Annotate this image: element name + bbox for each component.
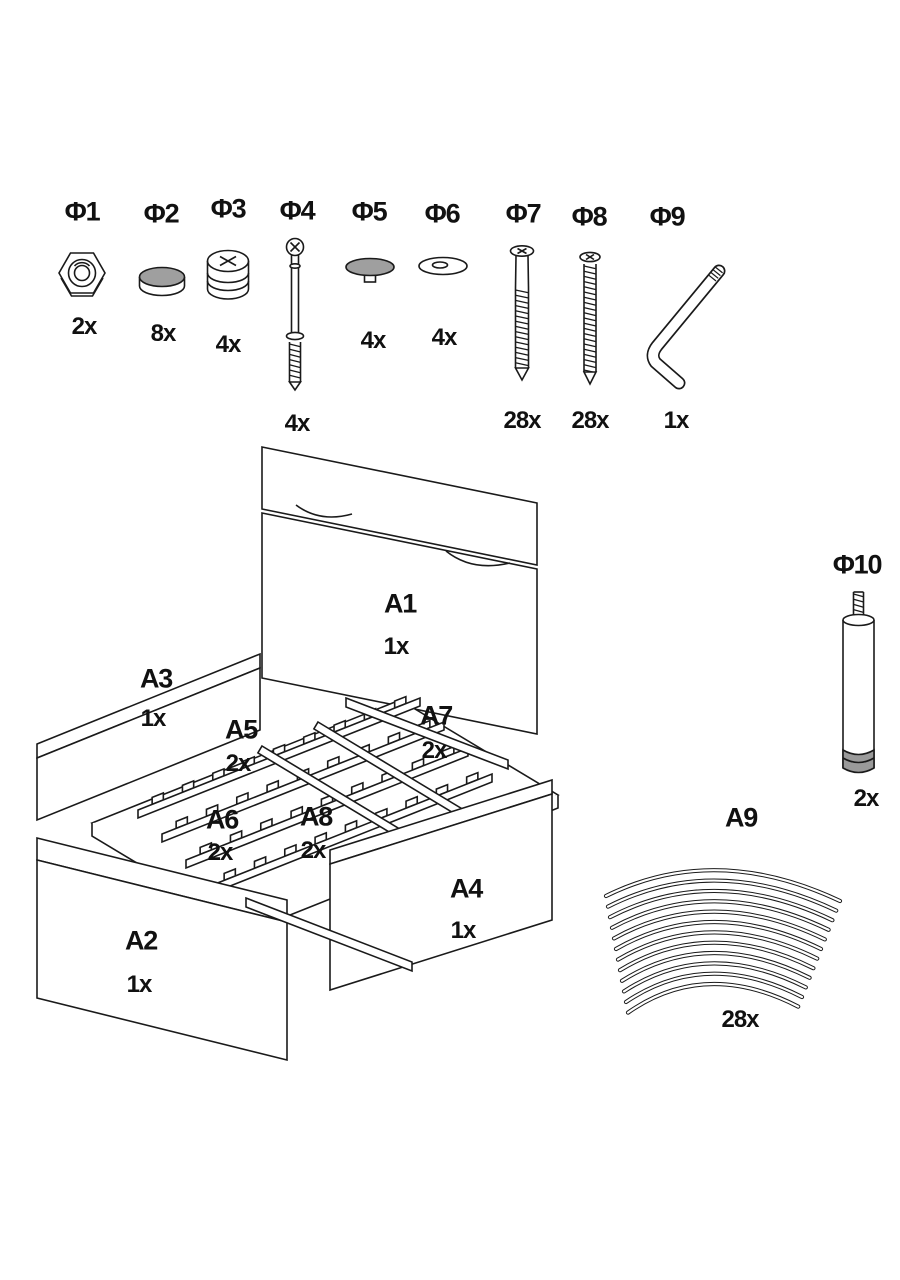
panel-a3-label: A3: [139, 663, 173, 694]
edge-rail-top-drawing: [345, 696, 509, 771]
hardware-phi2-label: Φ2: [143, 198, 180, 229]
hardware-phi3-qty: 4x: [215, 331, 242, 358]
panel-a2-drawing: [36, 836, 288, 1062]
hardware-phi3-label: Φ3: [210, 193, 247, 224]
panel-a7-label: A7: [419, 700, 453, 731]
hardware-phi6-label: Φ6: [424, 198, 461, 229]
panel-a4-label: A4: [449, 873, 483, 904]
hardware-phi9-label: Φ9: [649, 201, 686, 232]
leg-icon: [842, 591, 875, 774]
long-screw-icon: [509, 245, 535, 382]
hardware-phi9-qty: 1x: [663, 407, 690, 434]
panel-a4-qty: 1x: [450, 917, 477, 944]
hardware-phi4-qty: 4x: [284, 410, 311, 437]
panel-a7-qty: 2x: [421, 737, 448, 764]
hardware-phi10-label: Φ10: [832, 549, 883, 580]
panel-a8-label: A8: [299, 801, 333, 832]
panel-a1-label: A1: [383, 588, 417, 619]
hardware-phi4-label: Φ4: [279, 195, 316, 226]
panel-a3-drawing: [36, 652, 261, 822]
panel-a9-qty: 28x: [721, 1006, 759, 1033]
panel-a3-qty: 1x: [140, 705, 167, 732]
hardware-phi7-qty: 28x: [503, 407, 541, 434]
slat-stack-drawing: [603, 868, 843, 1015]
panel-a1-drawing: [261, 446, 538, 735]
hardware-phi1-label: Φ1: [64, 196, 101, 227]
hex-nut-icon: [58, 252, 106, 297]
edge-rail-bottom-drawing: [245, 896, 413, 973]
cam-bolt-icon: [285, 237, 305, 392]
hardware-phi8-label: Φ8: [571, 201, 608, 232]
panel-a4-drawing: [329, 778, 553, 992]
wood-screw-icon: [579, 251, 601, 386]
panel-a2-qty: 1x: [126, 971, 153, 998]
panel-a6-label: A6: [205, 804, 239, 835]
hardware-phi5-label: Φ5: [351, 196, 388, 227]
hardware-phi7-label: Φ7: [505, 198, 542, 229]
hardware-phi10-qty: 2x: [853, 785, 880, 812]
panel-a6-qty: 2x: [207, 839, 234, 866]
panel-a5-qty: 2x: [225, 750, 252, 777]
hardware-phi6-qty: 4x: [431, 324, 458, 351]
oval-cover-cap-icon: [418, 256, 468, 276]
cam-lock-icon: [206, 249, 250, 300]
hardware-phi8-qty: 28x: [571, 407, 609, 434]
panel-a2-label: A2: [124, 925, 158, 956]
round-cover-cap-icon: [138, 266, 186, 297]
panel-a5-label: A5: [224, 714, 258, 745]
cover-cap-stem-icon: [345, 257, 395, 283]
hardware-phi1-qty: 2x: [71, 313, 98, 340]
allen-key-icon: [646, 264, 726, 390]
panel-a8-qty: 2x: [300, 837, 327, 864]
panel-a1-qty: 1x: [383, 633, 410, 660]
hardware-phi2-qty: 8x: [150, 320, 177, 347]
hardware-phi5-qty: 4x: [360, 327, 387, 354]
panel-a9-label: A9: [724, 802, 758, 833]
